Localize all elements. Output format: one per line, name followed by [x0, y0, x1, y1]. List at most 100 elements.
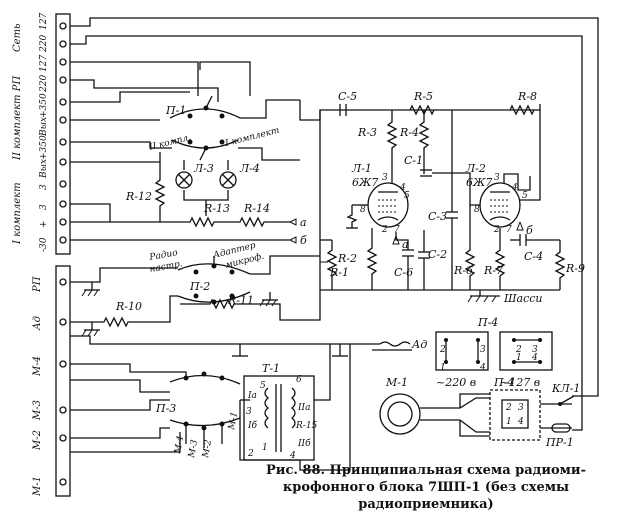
group-label-mains: Сеть	[12, 24, 23, 53]
chassis-label: Шасси	[503, 292, 543, 305]
p4-label: П-4	[493, 376, 514, 389]
r11-label: R-11	[227, 294, 254, 307]
t1-winding: R-15	[295, 421, 318, 431]
tube-l2-pin: 2	[493, 225, 500, 235]
tube-l2-pin: 3	[494, 173, 500, 183]
group-label-first-set: I комплект	[12, 182, 23, 245]
resistor-r8-icon	[509, 104, 535, 116]
amplifier-wiring	[299, 100, 560, 291]
pilot-lamps	[183, 160, 229, 216]
p4-right-pin: 3	[532, 345, 538, 355]
p4-left-pin: 1	[440, 363, 446, 373]
resistor-r5-icon	[409, 104, 435, 116]
p3-contact-label: М-1	[227, 411, 240, 431]
resistor-r6-icon	[464, 205, 476, 290]
t1-winding: IIа	[297, 403, 310, 413]
p3-label: П-3	[155, 402, 176, 415]
r5-label: R-5	[413, 90, 433, 103]
p4-pin: 4	[517, 417, 524, 427]
r2-label: R-2	[337, 252, 357, 265]
p3-contact-label: М-2	[201, 439, 214, 460]
arrow-a	[392, 235, 400, 245]
t1-winding: Iа	[247, 391, 257, 401]
t1-pin: 1	[262, 443, 268, 453]
antenna-label: Ад	[411, 338, 427, 351]
c4-label: С-4	[524, 250, 543, 263]
t1-pin: 5	[260, 381, 266, 391]
tube-l2-icon	[479, 110, 541, 228]
arrow-b	[516, 221, 524, 231]
tube-l1-pin: 4	[399, 183, 406, 193]
r10-label: R-10	[115, 300, 142, 313]
p4-left-voltage: ~220 в	[436, 376, 476, 389]
p4-right-pin: 4	[531, 353, 538, 363]
p4-right-pin: 2	[515, 345, 522, 355]
figure-caption: Рис. 88. Принципиальная схема радиоми- к…	[236, 462, 616, 513]
p4-left-pin: 2	[439, 345, 446, 355]
capacitor-c5-icon	[339, 104, 347, 116]
tube-l2-pin: 5	[522, 191, 528, 201]
ground-icon	[259, 292, 278, 307]
r12-label: R-12	[125, 190, 152, 203]
motor-m1-icon	[379, 393, 490, 437]
lamp-l3-label: Л-3	[193, 162, 214, 175]
node-a-tube: а	[402, 238, 409, 251]
lower-terminal-label: Ад	[32, 316, 43, 331]
resistor-r12-icon	[154, 162, 166, 222]
terminal-label: -30	[39, 237, 49, 252]
tube-l2-pin: 8	[474, 205, 480, 215]
t1-winding: IIб	[297, 438, 311, 449]
lamp-l4-label: Л-4	[239, 162, 260, 175]
chassis-ground-icon	[467, 290, 500, 303]
terminal-label: Вых	[39, 159, 49, 179]
tube-l2-type: 6Ж7	[466, 176, 492, 189]
terminal-label: Вых	[39, 117, 49, 137]
transformer-t1-icon	[239, 344, 351, 471]
p2-switch	[70, 255, 321, 321]
kl1-switch-icon	[558, 395, 575, 406]
p4-pin: 1	[506, 417, 512, 427]
p4-left-pin: 3	[480, 345, 486, 355]
tube-l1-pin: 5	[404, 191, 410, 201]
r14-label: R-14	[243, 202, 270, 215]
tube-l1-type: 6Ж7	[352, 176, 378, 189]
lower-terminal-strip	[55, 265, 71, 497]
capacitor-c2-icon	[418, 230, 430, 290]
ground-icon	[81, 282, 100, 297]
p3-contact-label: М-4	[173, 435, 186, 456]
node-a-label: а	[300, 216, 307, 229]
antenna-coil-icon	[70, 335, 412, 357]
upper-terminal-strip	[55, 13, 71, 255]
lower-terminal-label: РП	[32, 276, 43, 293]
group-label-second-set: II комплект РП	[12, 76, 23, 161]
tube-l1-pin: 3	[382, 173, 388, 183]
wire	[70, 203, 111, 222]
p1-left-label: II компл.	[147, 133, 192, 153]
terminal-label: +	[39, 220, 49, 228]
r13-label: R-13	[203, 202, 230, 215]
p4-left-pin: 4	[479, 363, 486, 373]
p4-panel-title: П-4	[477, 316, 498, 329]
grid-resistor-icon	[346, 204, 368, 229]
p1-right-label: I комплект	[223, 126, 280, 149]
c1-label: С-1	[404, 154, 423, 167]
terminal-label: +350	[39, 93, 49, 118]
node-b-label: б	[300, 234, 307, 247]
tube-l2-pin: 4	[511, 183, 518, 193]
tube-l1-pin: 7	[394, 225, 400, 235]
tube-l1-pin: 8	[360, 205, 366, 215]
resistor-r10-icon	[70, 295, 178, 328]
resistor-r11-icon	[180, 298, 240, 310]
caption-line-2: крофонного блока 7ШП-1 (без схемы	[282, 480, 570, 495]
terminal-label: 127	[39, 55, 49, 72]
terminal-label: 220	[39, 35, 49, 53]
resistor-r7-icon	[494, 228, 506, 290]
motor-label: М-1	[385, 376, 408, 389]
tube-l1-label: Л-1	[351, 162, 372, 175]
lamp-l3-icon	[175, 171, 193, 189]
terminal-label: +350	[39, 135, 49, 160]
resistor-r13-r14-icon	[70, 216, 297, 228]
lower-terminal-label: М-4	[32, 356, 43, 377]
p4-220v-icon	[435, 331, 489, 371]
